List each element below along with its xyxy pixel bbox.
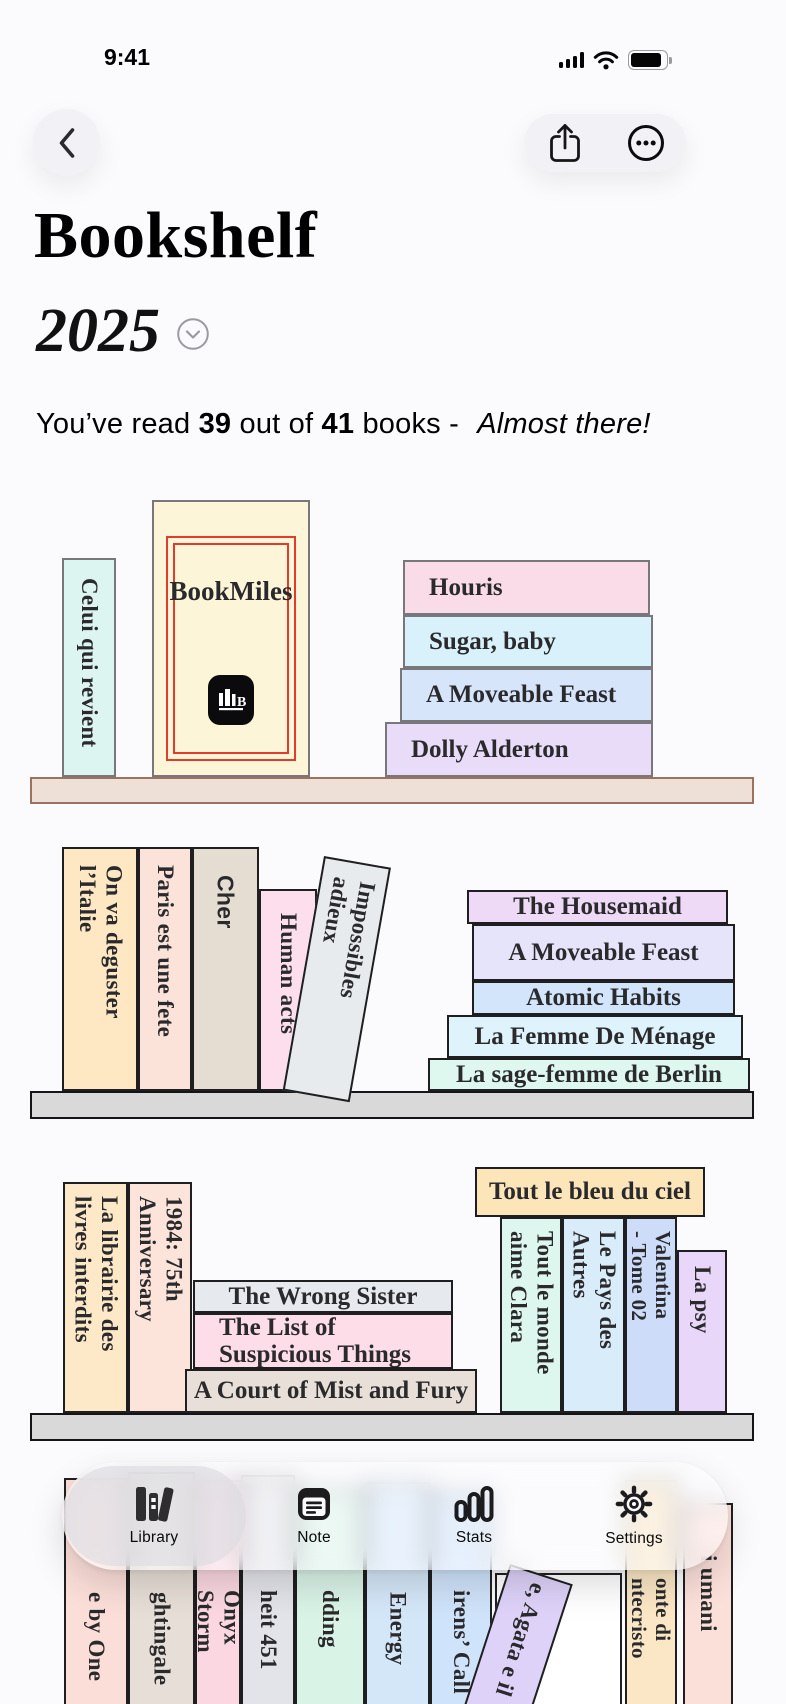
book-the-housemaid[interactable]: The Housemaid <box>467 890 728 924</box>
book-houris[interactable]: Houris <box>403 560 650 615</box>
book-le-pays-des-autres[interactable]: Le Pays des Autres <box>562 1217 625 1413</box>
book-la-femme-de-menage[interactable]: La Femme De Ménage <box>447 1015 743 1058</box>
book-cher[interactable]: Cher <box>192 847 259 1091</box>
book-title: A Moveable Feast <box>426 681 617 709</box>
reading-progress: You’ve read 39 out of 41 books - Almost … <box>36 408 651 440</box>
book-title: Atomic Habits <box>526 984 681 1012</box>
book-title: dding <box>318 1590 344 1648</box>
book-celui-qui-revient[interactable]: Celui qui revient <box>62 558 116 777</box>
book-title: Valentina - Tome 02 <box>627 1231 676 1322</box>
book-paris-est-une-fete[interactable]: Paris est une fete <box>138 847 192 1091</box>
book-title: Paris est une fete <box>153 865 179 1038</box>
battery-icon <box>628 50 672 70</box>
back-button[interactable] <box>33 109 100 176</box>
tab-settings[interactable]: Settings <box>574 1462 694 1570</box>
book-title: irens’ Call <box>449 1590 475 1695</box>
more-button[interactable] <box>605 114 686 172</box>
tab-note[interactable]: Note <box>254 1462 374 1570</box>
book-a-moveable-feast-1[interactable]: A Moveable Feast <box>400 668 653 722</box>
stats-bars-icon <box>454 1486 494 1522</box>
chevron-down-circle-icon <box>177 318 209 350</box>
bookmiles-logo-icon: B <box>208 675 254 725</box>
book-title: Dolly Alderton <box>411 735 569 763</box>
book-title: Tout le monde aime Clara <box>506 1231 558 1375</box>
share-button[interactable] <box>524 114 605 172</box>
book-title: e by One <box>84 1592 110 1682</box>
shelf-bar-2 <box>30 1091 754 1119</box>
svg-text:B: B <box>237 695 246 710</box>
status-bar: 9:41 <box>0 0 786 90</box>
book-the-list-of-suspicious-things[interactable]: The List of Suspicious Things <box>193 1313 453 1369</box>
book-title: Onyx Storm <box>195 1590 241 1653</box>
book-title: i umani <box>696 1555 722 1632</box>
book-valentina-tome-02[interactable]: Valentina - Tome 02 <box>625 1217 677 1413</box>
book-1984-75th-anniversary[interactable]: 1984: 75th Anniversary <box>128 1182 192 1413</box>
shelf-bar-1 <box>30 777 754 804</box>
ellipsis-circle-icon <box>627 125 664 161</box>
book-title: onte di ntecristo <box>627 1578 676 1659</box>
book-title: The Housemaid <box>513 893 682 921</box>
book-on-va-deguster-litalie[interactable]: On va deguster l’Italie <box>62 847 138 1091</box>
book-title: The List of Suspicious Things <box>219 1313 412 1368</box>
total-count: 41 <box>321 408 355 440</box>
read-count: 39 <box>198 408 232 440</box>
book-tout-le-bleu-du-ciel[interactable]: Tout le bleu du ciel <box>475 1167 705 1217</box>
book-atomic-habits[interactable]: Atomic Habits <box>472 981 735 1015</box>
book-title: Energy <box>385 1592 411 1666</box>
book-dolly-alderton[interactable]: Dolly Alderton <box>385 722 653 777</box>
library-books-icon <box>136 1487 174 1522</box>
wifi-icon <box>593 50 619 69</box>
book-title: Sugar, baby <box>429 627 556 655</box>
book-title: Tout le bleu du ciel <box>489 1178 691 1206</box>
nav-actions <box>524 114 686 172</box>
year-label: 2025 <box>36 297 160 365</box>
chevron-left-icon <box>59 127 74 158</box>
tab-stats-label: Stats <box>455 1529 493 1546</box>
book-title: La Femme De Ménage <box>474 1022 716 1050</box>
tab-library[interactable]: Library <box>94 1462 214 1570</box>
book-sugar-baby[interactable]: Sugar, baby <box>403 615 653 668</box>
book-title: Celui qui revient <box>77 578 103 748</box>
book-la-librairie-des-livres-interdits[interactable]: La librairie des livres interdits <box>63 1182 128 1413</box>
book-title: La librairie des livres interdits <box>70 1196 122 1352</box>
tab-settings-label: Settings <box>605 1530 663 1547</box>
tab-note-label: Note <box>297 1529 331 1546</box>
tab-bar: Library Note Stats <box>62 1462 728 1570</box>
year-selector[interactable] <box>176 317 210 356</box>
book-title: heit 451 <box>256 1590 282 1670</box>
book-title: A Court of Mist and Fury <box>193 1377 469 1405</box>
book-the-wrong-sister[interactable]: The Wrong Sister <box>193 1280 453 1313</box>
book-la-psy[interactable]: La psy <box>677 1250 727 1413</box>
gear-icon <box>615 1485 653 1523</box>
book-title: ghtingale <box>149 1592 175 1686</box>
card-title: BookMiles <box>169 576 293 606</box>
book-title: Le Pays des Autres <box>568 1231 620 1350</box>
tab-library-label: Library <box>129 1529 179 1546</box>
book-title: A Moveable Feast <box>508 938 699 966</box>
book-a-moveable-feast-2[interactable]: A Moveable Feast <box>472 924 735 981</box>
note-icon <box>298 1488 330 1520</box>
progress-note: Almost there! <box>477 408 651 440</box>
book-tout-le-monde-aime-clara[interactable]: Tout le monde aime Clara <box>500 1217 562 1413</box>
tab-stats[interactable]: Stats <box>414 1462 534 1570</box>
book-title: On va deguster l’Italie <box>75 865 127 1019</box>
book-a-court-of-mist-and-fury[interactable]: A Court of Mist and Fury <box>185 1369 477 1413</box>
share-icon <box>549 124 580 162</box>
book-title: Houris <box>429 573 503 601</box>
signal-strength-icon <box>558 52 584 68</box>
book-title: Impossibles adieux <box>318 875 381 1001</box>
book-title: Cher <box>212 875 239 929</box>
book-title: The Wrong Sister <box>228 1282 418 1310</box>
book-title: La sage-femme de Berlin <box>456 1060 722 1088</box>
clock: 9:41 <box>103 44 151 70</box>
shelf-bar-3 <box>30 1413 754 1441</box>
page-title: Bookshelf <box>34 199 318 272</box>
book-la-sage-femme-de-berlin[interactable]: La sage-femme de Berlin <box>428 1058 750 1091</box>
card-red-frame <box>166 536 296 761</box>
book-title: La psy <box>690 1266 716 1334</box>
book-title: 1984: 75th Anniversary <box>135 1196 187 1322</box>
